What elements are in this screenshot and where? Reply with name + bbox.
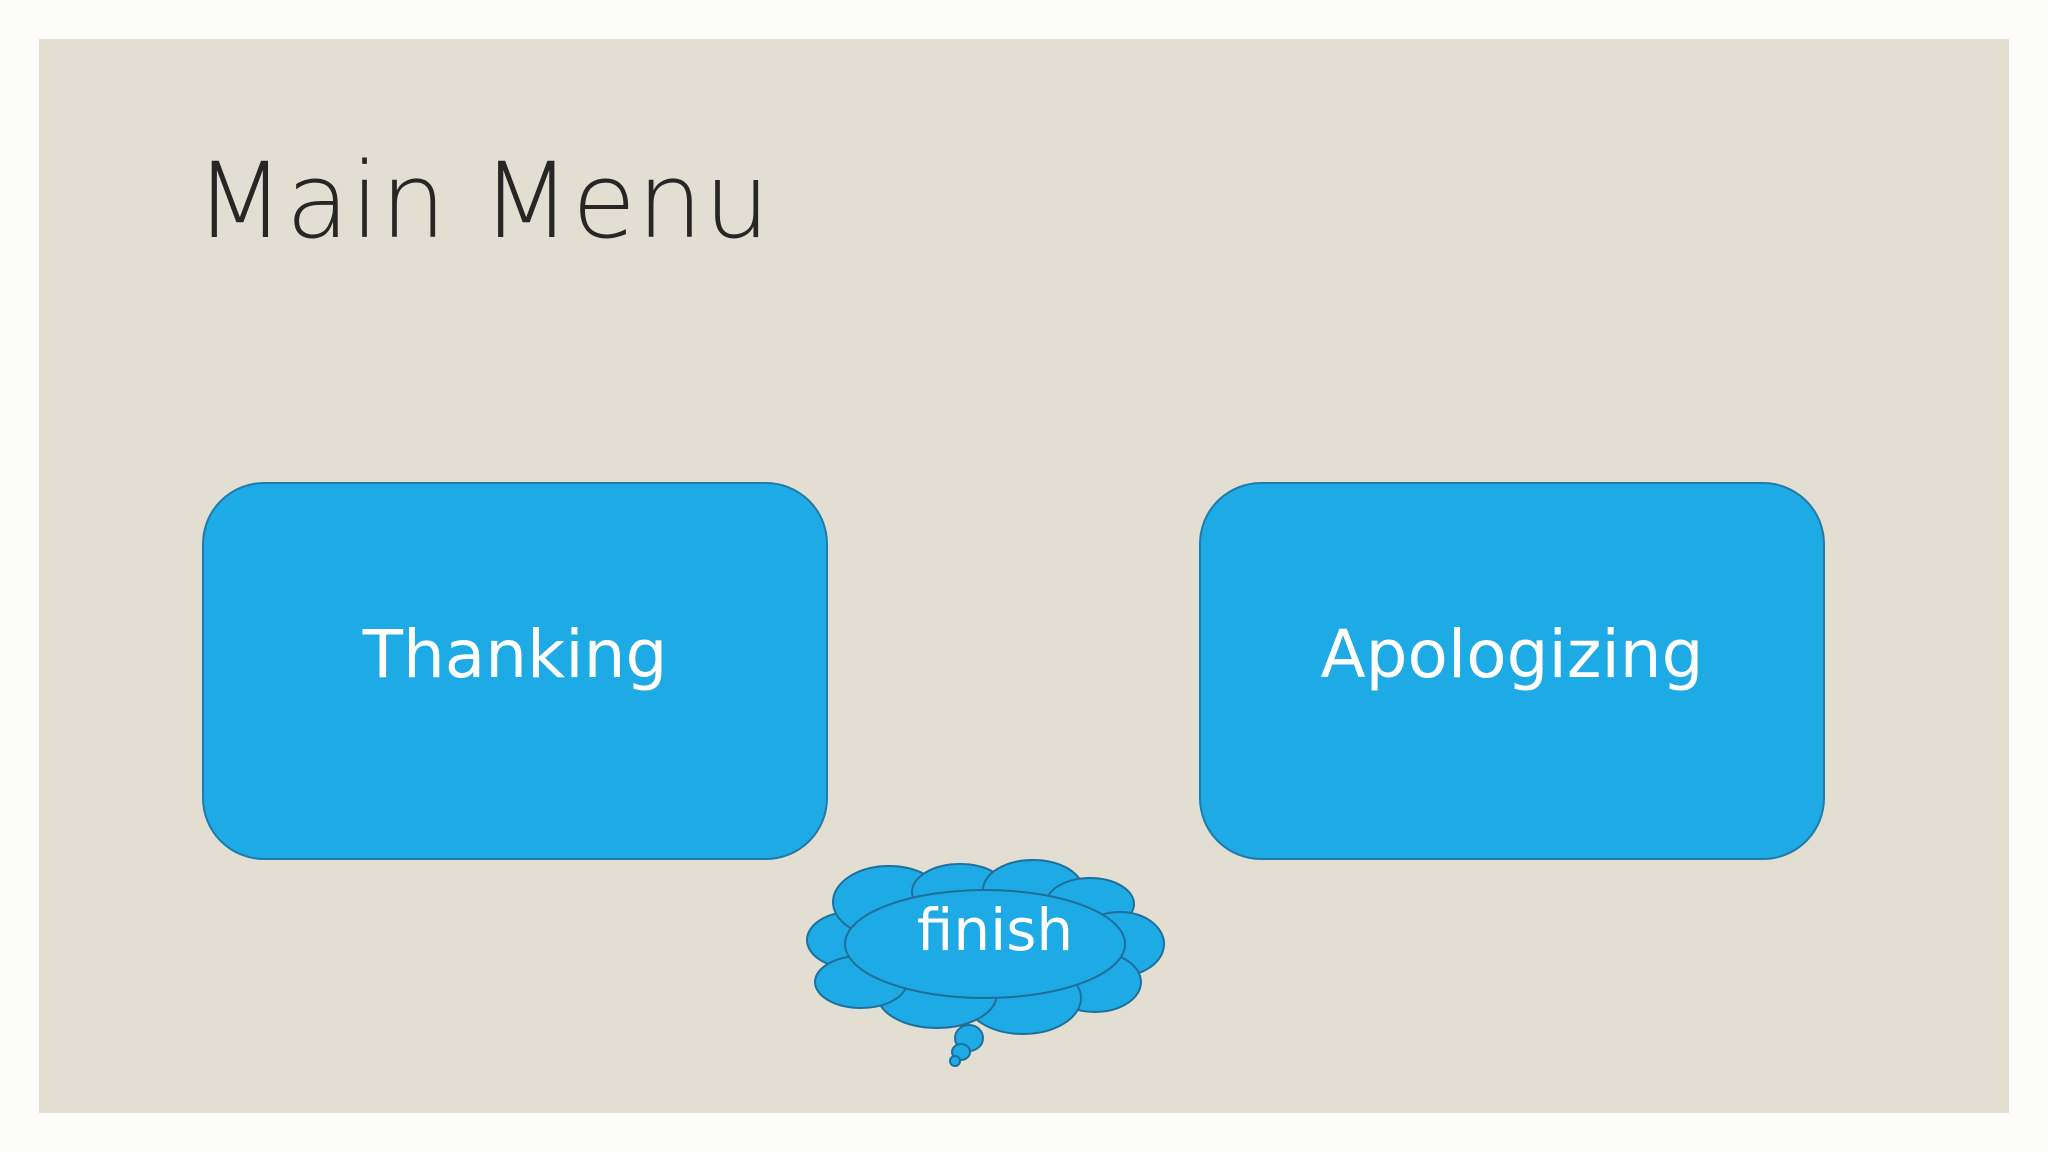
thanking-button-label: Thanking (362, 615, 668, 693)
page-title: Main Menu (195, 140, 771, 262)
thanking-button[interactable]: Thanking (202, 482, 828, 860)
finish-button[interactable]: finish (795, 858, 1215, 1068)
slide-canvas: Main Menu Thanking Apologizing (39, 39, 2009, 1113)
thought-cloud-icon (806, 859, 1165, 1067)
apologizing-button-label: Apologizing (1320, 615, 1704, 693)
finish-button-label: finish (916, 896, 1074, 964)
apologizing-button[interactable]: Apologizing (1199, 482, 1825, 860)
